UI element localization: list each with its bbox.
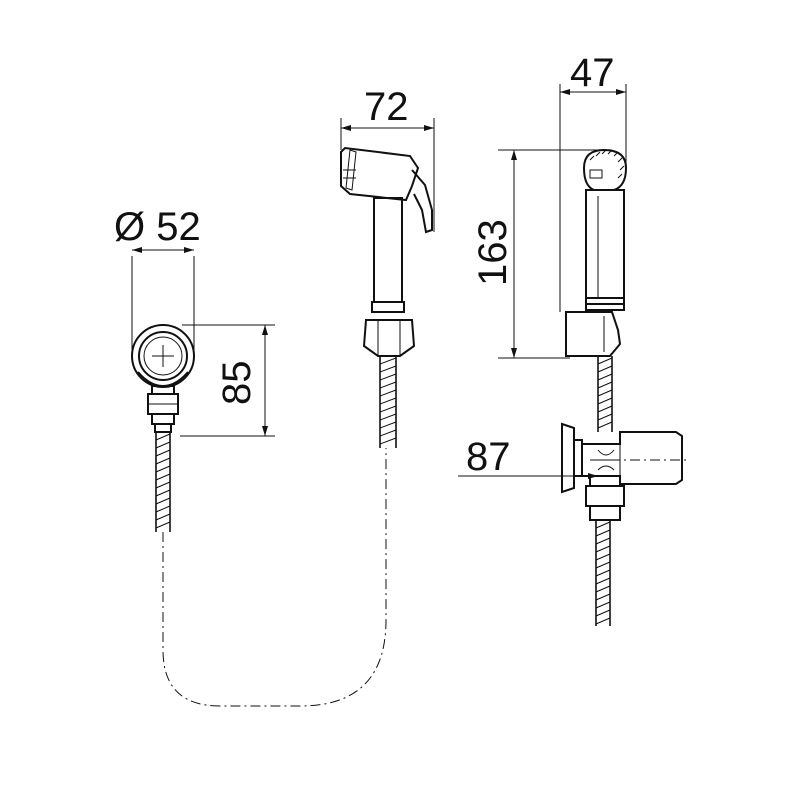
valve-offset-label: 87: [466, 435, 511, 479]
side-depth-label: 47: [570, 51, 615, 95]
side-view: [565, 148, 628, 432]
spray-head-front-view: [340, 146, 433, 448]
hose-path: [162, 448, 387, 707]
angle-valve: [561, 422, 690, 626]
spray-width-dimension: 72: [340, 85, 435, 232]
side-height-label: 163: [471, 219, 515, 286]
valve-offset-dimension: 87: [458, 435, 598, 479]
holder-height-dimension: 85: [180, 324, 275, 437]
side-depth-dimension: 47: [559, 51, 627, 312]
wall-holder-front-view: [131, 324, 195, 532]
holder-height-label: 85: [215, 361, 259, 406]
diameter-dimension: Ø 52: [114, 205, 201, 356]
spray-width-label: 72: [364, 85, 409, 129]
diameter-label: Ø 52: [114, 205, 201, 249]
side-height-dimension: 163: [471, 149, 604, 359]
